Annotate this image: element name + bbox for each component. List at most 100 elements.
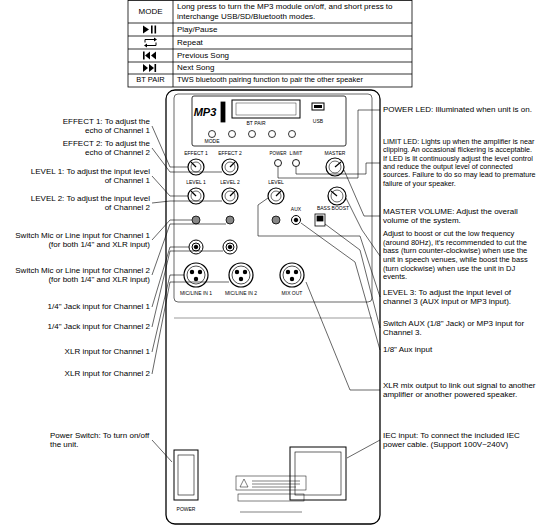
iec-inlet (295, 452, 341, 495)
callout-text: LEVEL 2: To adjust the input level of Ch… (30, 194, 150, 212)
xlr-connector (232, 266, 250, 284)
iec-inlet (290, 447, 346, 500)
warning-label (252, 481, 300, 482)
leader-line (346, 198, 380, 256)
aux-jack (292, 216, 301, 225)
leader-line (152, 201, 222, 203)
table-grid (128, 23, 412, 24)
led (275, 160, 282, 167)
mp3-module (229, 131, 236, 138)
callout-text: Switch AUX (1/8" Jack) or MP3 input for … (383, 319, 536, 337)
knob (331, 191, 337, 196)
knob (328, 187, 346, 205)
aux-jack (294, 218, 298, 222)
xlr-connector (190, 270, 193, 273)
panel-label: LEVEL 1 (182, 180, 210, 186)
knob (276, 191, 281, 196)
xlr-connector (243, 270, 246, 273)
callout-text: 1/8" Aux input (383, 345, 536, 354)
table-icons (144, 38, 157, 48)
knob (225, 191, 235, 201)
panel-outline (174, 318, 372, 319)
panel-label: MODE (201, 139, 223, 145)
knob (335, 162, 341, 167)
panel-label: POWER (173, 507, 199, 513)
callout-text: LEVEL 3: To adjust the input level of ch… (383, 288, 536, 306)
led (293, 160, 300, 167)
table-cell: Repeat (177, 38, 409, 47)
table-grid (128, 36, 412, 37)
callout-text: Switch Mic or Line input for Channel 2 (… (4, 266, 150, 284)
xlr-connector (290, 277, 293, 280)
panel-outline (166, 90, 380, 524)
xlr-connector (198, 270, 201, 273)
knob (191, 191, 201, 201)
warning-label (236, 476, 306, 512)
callout-text: MASTER VOLUME: Adjust the overall volume… (383, 207, 536, 225)
quarter-inch-jack (189, 240, 203, 254)
xlr-connector (286, 270, 289, 273)
quarter-inch-jack (226, 243, 234, 251)
mp3-module (192, 96, 346, 146)
knob (191, 191, 196, 196)
leader-line (152, 282, 229, 374)
callout-text: 1/4" Jack input for Channel 2 (10, 322, 150, 331)
table-grid (128, 62, 412, 63)
mp3-logo: MP3 (193, 106, 217, 119)
knob (329, 161, 341, 173)
knob (188, 159, 204, 175)
mp3-module (236, 103, 296, 115)
quarter-inch-jack (189, 240, 237, 254)
mp3-module (249, 131, 256, 138)
table-icons (143, 64, 154, 72)
leader-line (152, 224, 226, 275)
warning-label (240, 512, 302, 513)
knob (331, 190, 343, 202)
switch (315, 214, 325, 226)
table-cell: MODE (130, 7, 171, 16)
power-switch (178, 455, 194, 495)
callout-text: LIMIT LED: Lights up when the amplifier … (383, 138, 536, 188)
table-icons (143, 52, 145, 60)
quarter-inch-jack (223, 240, 237, 254)
leader-line (278, 110, 380, 178)
switch (317, 216, 323, 221)
panel-label: MIC/LINE IN 2 (220, 291, 262, 297)
knob (191, 162, 201, 172)
callout-text: 1/4" Jack input for Channel 1 (10, 302, 150, 311)
warning-label (240, 479, 248, 487)
panel-label: EFFECT 1 (181, 151, 211, 157)
leader-line (347, 440, 380, 458)
xlr-connector (184, 263, 208, 287)
table-grid (128, 1, 412, 88)
quarter-inch-jack (194, 245, 198, 249)
quarter-inch-jack (228, 245, 232, 249)
mp3-module (314, 105, 322, 108)
leader-line (152, 275, 184, 352)
warning-label (236, 476, 306, 490)
switch (192, 216, 200, 224)
xlr-connector (229, 263, 253, 287)
table-icons (145, 52, 156, 60)
panel-label: MIC/LINE IN 1 (175, 291, 217, 297)
leader-line (301, 223, 380, 350)
knob (326, 158, 344, 176)
panel-label: EFFECT 2 (215, 151, 245, 157)
callout-text: Adjust to boost or cut the low frequency… (383, 230, 536, 282)
panel-label: POWER (269, 151, 287, 156)
table-icons (155, 64, 157, 72)
switch (226, 216, 234, 224)
xlr-connector (280, 263, 304, 287)
warning-label (252, 484, 300, 485)
leader-line (152, 126, 188, 167)
leader-line (325, 224, 380, 328)
table-cell: Long press to turn the MP3 module on/off… (177, 2, 409, 20)
callout-text: POWER LED: Illuminated when unit is on. (383, 105, 536, 114)
mp3-module (221, 102, 225, 122)
leader-line (152, 247, 189, 307)
leader-line (152, 220, 192, 240)
table-icons (151, 26, 153, 34)
xlr-connector (194, 277, 197, 280)
knob (230, 191, 235, 196)
knob (188, 188, 204, 204)
